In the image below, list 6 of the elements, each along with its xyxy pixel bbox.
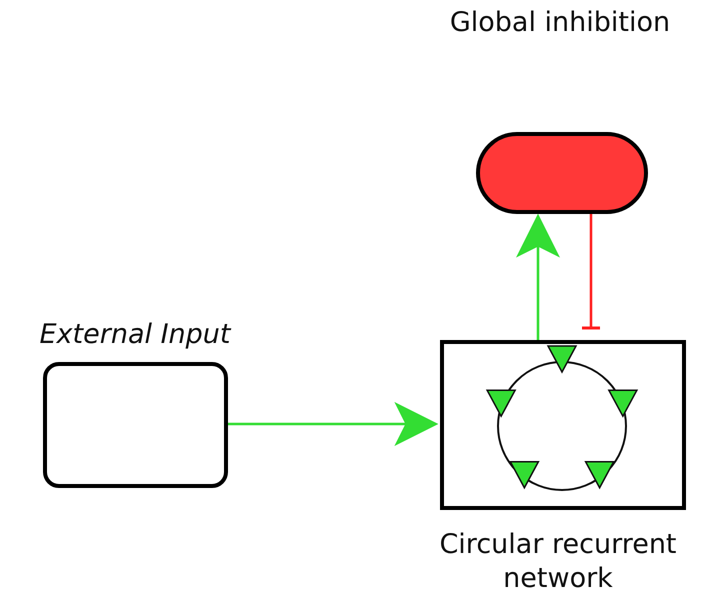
inhibition-connector (582, 214, 600, 330)
arrow (228, 402, 438, 446)
node-label: Global inhibition (448, 6, 672, 40)
node-label: External Input (38, 318, 232, 352)
node-label: Circular recurrent network (438, 528, 678, 596)
arrow (516, 214, 560, 340)
